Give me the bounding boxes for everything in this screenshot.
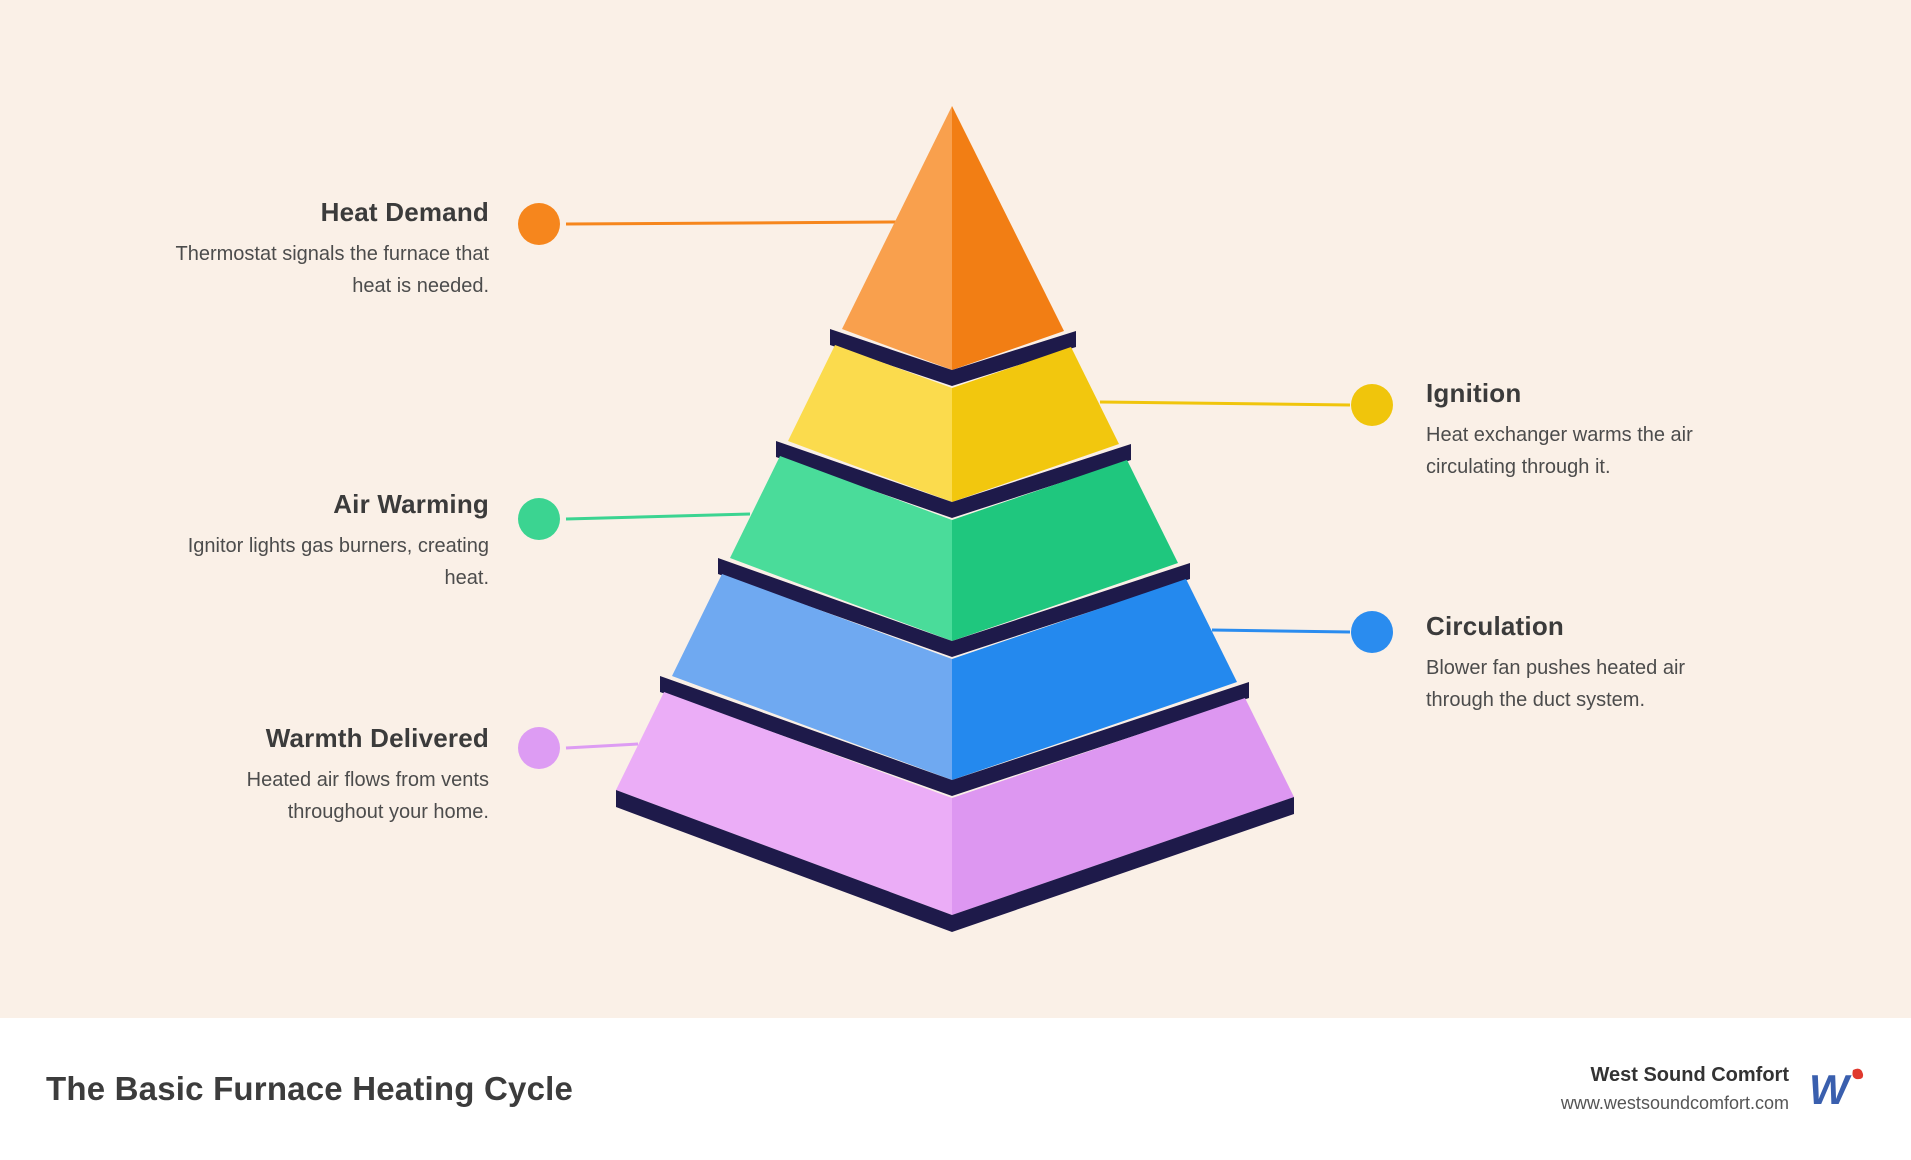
- pyramid-layer-ignition-right-face: [952, 347, 1119, 502]
- callout-dot-heat-demand: [518, 203, 560, 245]
- pyramid-layer-heat-demand-right-face: [952, 106, 1064, 370]
- callout-circulation: Circulation Blower fan pushes heated air…: [1426, 611, 1736, 716]
- pyramid-edge-1: [830, 329, 1076, 386]
- callout-title-ignition: Ignition: [1426, 378, 1522, 408]
- brand-logo-letter: W: [1809, 1066, 1852, 1112]
- pyramid-layer-circulation-right-face: [952, 579, 1237, 780]
- callout-heat-demand: Heat Demand Thermostat signals the furna…: [169, 197, 490, 302]
- brand-block: West Sound Comfort www.westsoundcomfort.…: [1561, 1064, 1865, 1114]
- callout-description-ignition: Heat exchanger warms the air circulating…: [1426, 424, 1693, 478]
- pyramid-layer-ignition-left-face: [788, 345, 952, 502]
- callout-ignition: Ignition Heat exchanger warms the air ci…: [1426, 378, 1736, 483]
- callout-title-warmth-delivered: Warmth Delivered: [265, 723, 489, 753]
- callout-warmth-delivered: Warmth Delivered Heated air flows from v…: [169, 723, 489, 828]
- brand-text: West Sound Comfort www.westsoundcomfort.…: [1561, 1064, 1789, 1114]
- brand-logo-icon: W: [1809, 1066, 1864, 1112]
- pyramid-edge-3: [718, 558, 1190, 657]
- callout-line-air-warming: [565, 512, 751, 521]
- pyramid-layer-air-warming-left-face: [730, 456, 952, 641]
- callout-dot-warmth-delivered: [518, 727, 560, 769]
- callout-air-warming: Air Warming Ignitor lights gas burners, …: [169, 489, 489, 594]
- brand-url: www.westsoundcomfort.com: [1560, 1093, 1789, 1113]
- pyramid-diagram: [518, 106, 1393, 932]
- callout-description-circulation: Blower fan pushes heated air through the…: [1426, 657, 1686, 711]
- callout-description-heat-demand: Thermostat signals the furnace that heat…: [175, 243, 490, 297]
- callout-title-circulation: Circulation: [1426, 611, 1564, 641]
- page-title: The Basic Furnace Heating Cycle: [46, 1070, 574, 1107]
- callout-line-ignition: [1099, 400, 1351, 407]
- callout-description-warmth-delivered: Heated air flows from vents throughout y…: [246, 769, 489, 823]
- callout-dot-circulation: [1351, 611, 1393, 653]
- brand-name: West Sound Comfort: [1590, 1064, 1789, 1086]
- pyramid-layer-warmth-delivered-left-face: [616, 692, 952, 915]
- callout-line-heat-demand: [565, 220, 899, 226]
- callout-line-circulation: [1211, 628, 1351, 634]
- callout-dot-ignition: [1351, 384, 1393, 426]
- pyramid-layer-heat-demand-left-face: [842, 106, 952, 370]
- pyramid-layer-air-warming-right-face: [952, 460, 1178, 641]
- brand-logo-accent: [1852, 1068, 1864, 1080]
- pyramid-layer-circulation-left-face: [672, 574, 952, 780]
- pyramid-edge-2: [776, 441, 1131, 518]
- callout-title-heat-demand: Heat Demand: [320, 197, 489, 227]
- callout-description-air-warming: Ignitor lights gas burners, creating hea…: [187, 535, 489, 589]
- callout-dot-air-warming: [518, 498, 560, 540]
- callout-title-air-warming: Air Warming: [333, 489, 489, 519]
- footer: The Basic Furnace Heating Cycle West Sou…: [0, 1018, 1911, 1160]
- pyramid-layer-warmth-delivered-right-face: [952, 698, 1294, 915]
- callout-line-warmth-delivered: [565, 742, 639, 750]
- pyramid-edge-4: [660, 676, 1249, 796]
